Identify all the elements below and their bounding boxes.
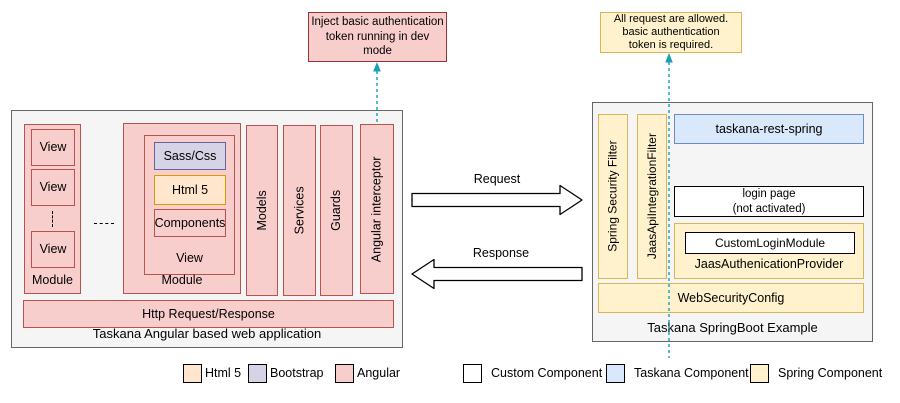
html5-box: Html 5 bbox=[154, 175, 226, 205]
services-bar: Services bbox=[283, 125, 316, 296]
taskana-component-swatch-icon bbox=[606, 363, 625, 383]
models-bar-label: Models bbox=[254, 190, 269, 231]
view-box-1: View bbox=[31, 129, 75, 166]
module-2-label: Module bbox=[161, 273, 203, 288]
angular-swatch-icon bbox=[335, 363, 354, 383]
models-bar: Models bbox=[246, 125, 278, 296]
legend-label-taskana: Taskana Component bbox=[634, 366, 749, 380]
legend-label-custom: Custom Component bbox=[491, 366, 603, 380]
angular-interceptor-bar-label: Angular interceptor bbox=[369, 156, 384, 262]
components-box: Components bbox=[154, 209, 226, 237]
bootstrap-swatch-icon bbox=[248, 363, 267, 383]
jaas-authentication-provider-box: CustomLoginModule JaasAuthenicationProvi… bbox=[674, 223, 864, 279]
spring-component-swatch-icon bbox=[750, 363, 769, 383]
request-arrow-icon bbox=[411, 184, 583, 216]
legend-label-html5: Html 5 bbox=[205, 366, 242, 380]
legend-label-angular: Angular bbox=[357, 366, 401, 380]
spring-security-filter-bar: Spring Security Filter bbox=[598, 114, 628, 279]
web-security-config-box: WebSecurityConfig bbox=[598, 283, 864, 313]
legend-item-html5: Html 5 bbox=[183, 363, 241, 383]
custom-component-swatch-icon bbox=[463, 363, 482, 383]
taskana-rest-spring-box: taskana-rest-spring bbox=[674, 114, 864, 144]
legend-label-bootstrap: Bootstrap bbox=[270, 366, 324, 380]
view-box-3: View bbox=[31, 231, 75, 268]
response-arrow-icon bbox=[411, 258, 583, 290]
view-box-2: View bbox=[31, 169, 75, 206]
response-flow-label: Response bbox=[472, 246, 530, 260]
services-bar-label: Services bbox=[292, 186, 307, 235]
ellipsis-horizontal-icon bbox=[94, 223, 114, 224]
springboot-app-container: Spring Security Filter JaasApiIntegratio… bbox=[592, 102, 873, 342]
arrowhead-up-icon bbox=[665, 53, 673, 63]
view-box-detailed: Sass/Css Html 5 Components View bbox=[144, 135, 235, 275]
springboot-app-title: Taskana SpringBoot Example bbox=[647, 320, 818, 335]
module-2: Sass/Css Html 5 Components View Module bbox=[123, 123, 241, 294]
legend-item-bootstrap: Bootstrap bbox=[248, 363, 324, 383]
legend-item-taskana: Taskana Component bbox=[606, 363, 749, 383]
guards-bar-label: Guards bbox=[329, 190, 344, 231]
note-inject-auth-token: Inject basic authentication token runnin… bbox=[308, 12, 447, 62]
angular-interceptor-bar: Angular interceptor bbox=[360, 124, 394, 294]
angular-app-container: View View View Module Sass/Css Html 5 Co… bbox=[11, 110, 403, 348]
request-flow-label: Request bbox=[473, 172, 521, 186]
html5-swatch-icon bbox=[183, 363, 202, 383]
view-label: View bbox=[176, 251, 203, 266]
jaas-api-integration-filter-label: JaasApiIntegrationFilter bbox=[644, 133, 659, 260]
custom-login-module-box: CustomLoginModule bbox=[685, 232, 855, 254]
jaas-api-integration-filter-bar: JaasApiIntegrationFilter bbox=[637, 114, 667, 279]
sass-css-box: Sass/Css bbox=[154, 142, 226, 170]
note-all-requests-allowed: All request are allowed. basic authentic… bbox=[600, 12, 742, 53]
http-request-response-bar: Http Request/Response bbox=[23, 300, 394, 328]
guards-bar: Guards bbox=[320, 125, 353, 296]
angular-app-title: Taskana Angular based web application bbox=[92, 326, 322, 341]
spring-security-filter-label: Spring Security Filter bbox=[605, 140, 620, 253]
login-page-box: login page (not activated) bbox=[674, 186, 864, 217]
module-1-label: Module bbox=[32, 273, 73, 288]
legend-item-angular: Angular bbox=[335, 363, 400, 383]
jaas-authentication-provider-label: JaasAuthenicationProvider bbox=[694, 257, 844, 272]
legend-item-spring: Spring Component bbox=[750, 363, 882, 383]
arrowhead-up-icon bbox=[373, 62, 381, 72]
ellipsis-vertical-icon bbox=[52, 211, 53, 227]
legend-item-custom: Custom Component bbox=[463, 363, 602, 383]
module-1: View View View Module bbox=[24, 124, 81, 294]
legend-label-spring: Spring Component bbox=[778, 366, 883, 380]
